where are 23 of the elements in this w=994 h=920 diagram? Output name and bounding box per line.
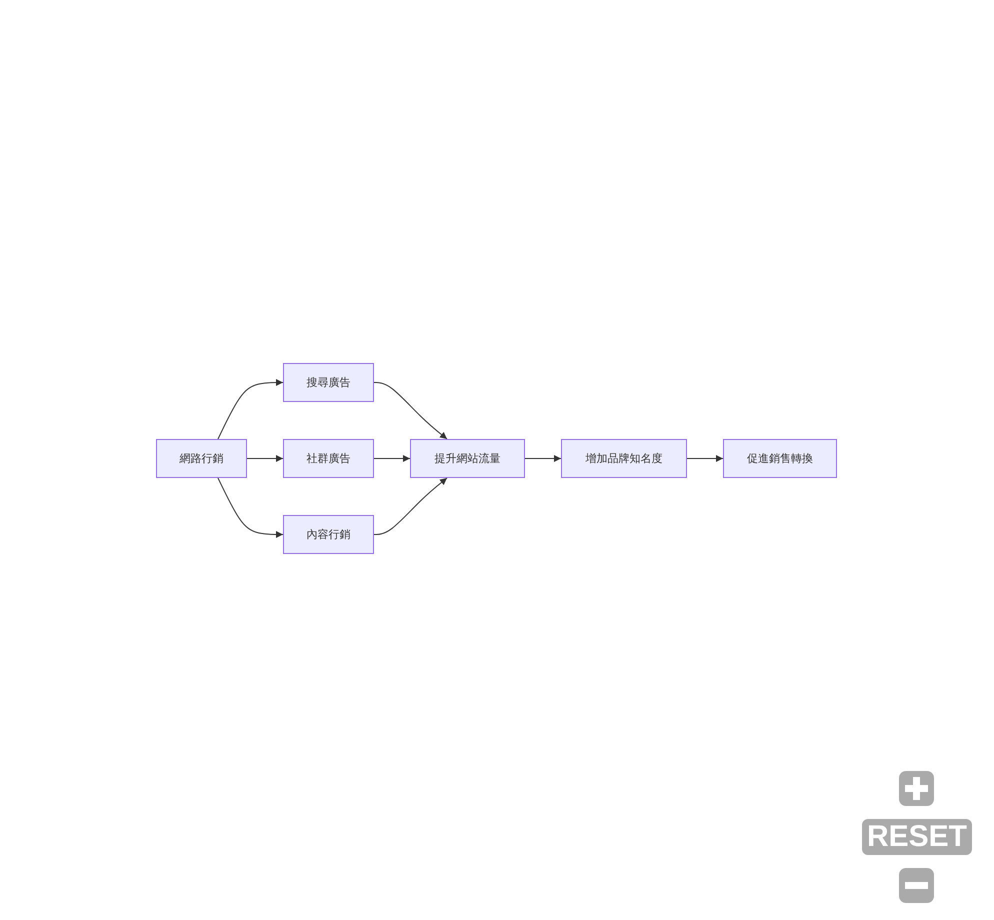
process-box xyxy=(283,515,374,554)
arrow xyxy=(374,382,448,440)
arrow xyxy=(686,455,724,462)
process-box xyxy=(723,439,837,478)
node-label: 內容行銷 xyxy=(306,527,350,542)
process-box xyxy=(156,439,247,478)
node-label: 網路行銷 xyxy=(180,451,224,466)
arrow xyxy=(524,455,562,462)
node-label: 社群廣告 xyxy=(306,451,350,466)
node-label: 增加品牌知名度 xyxy=(586,451,662,466)
node-label: 搜尋廣告 xyxy=(306,375,350,390)
node-label: 促進銷售轉換 xyxy=(747,451,813,466)
process-box xyxy=(561,439,687,478)
process-box xyxy=(410,439,525,478)
process-box xyxy=(283,439,374,478)
process-box xyxy=(283,363,374,402)
arrow xyxy=(374,455,410,462)
arrow xyxy=(218,478,284,538)
arrow xyxy=(246,455,284,462)
node-label: 提升網站流量 xyxy=(434,451,500,466)
reset-button: RESET xyxy=(862,819,972,855)
arrow xyxy=(374,478,448,535)
arrow xyxy=(218,379,284,440)
